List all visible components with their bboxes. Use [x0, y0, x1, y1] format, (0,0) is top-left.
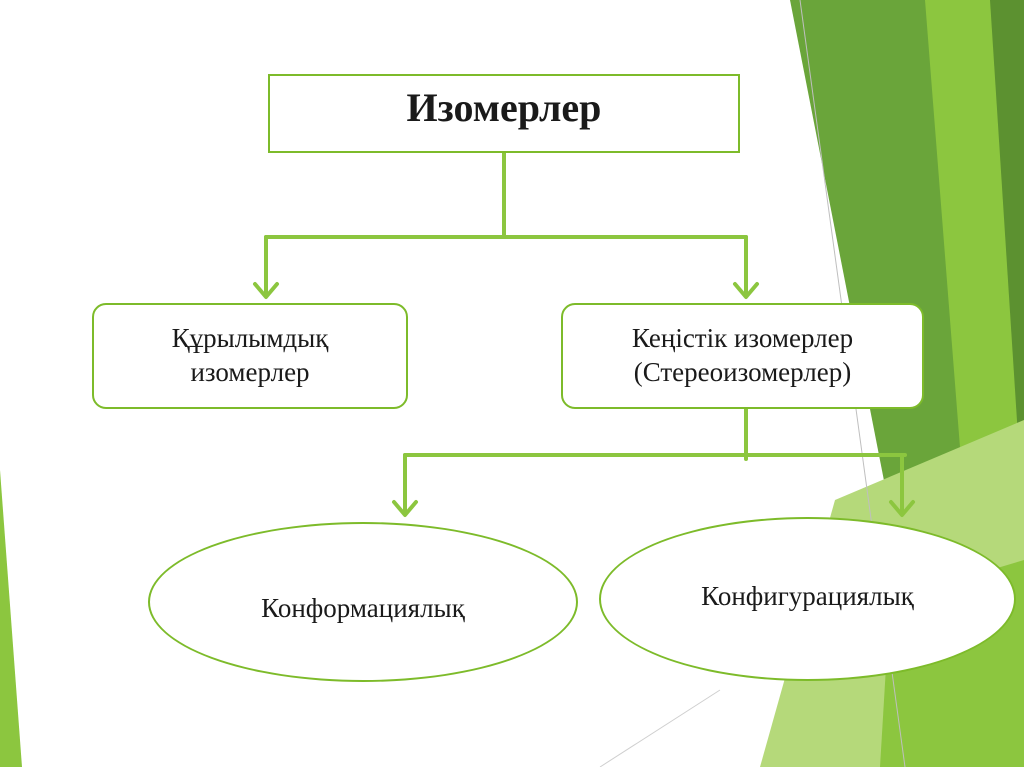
green-band-dark	[990, 0, 1024, 530]
root-node-label: Изомерлер	[406, 84, 602, 130]
green-shard-left	[0, 470, 22, 767]
spatial-label-line1: Кеңістік изомерлер	[631, 323, 854, 354]
thin-diagonal-line-bottom	[599, 689, 721, 767]
node-configurational: Конфигурациялық	[599, 517, 1016, 681]
arrowhead-structural	[253, 282, 279, 299]
spatial-label-line2: (Стереоизомерлер)	[633, 357, 852, 387]
node-spatial-isomers: Кеңістік изомерлер (Стереоизомерлер)	[561, 303, 924, 409]
configurational-label: Конфигурациялық	[701, 581, 914, 612]
root-node-isomers: Изомерлер	[268, 74, 740, 153]
arrowhead-conformational	[392, 500, 418, 517]
structural-label-line1: Құрылымдық	[171, 323, 329, 354]
node-structural-isomers: Құрылымдық изомерлер	[92, 303, 408, 409]
arrowhead-configurational	[889, 500, 915, 517]
node-conformational: Конформациялық	[148, 522, 578, 682]
structural-label-line2: изомерлер	[190, 357, 310, 387]
arrowhead-spatial	[733, 282, 759, 299]
conformational-label: Конформациялық	[261, 593, 465, 624]
